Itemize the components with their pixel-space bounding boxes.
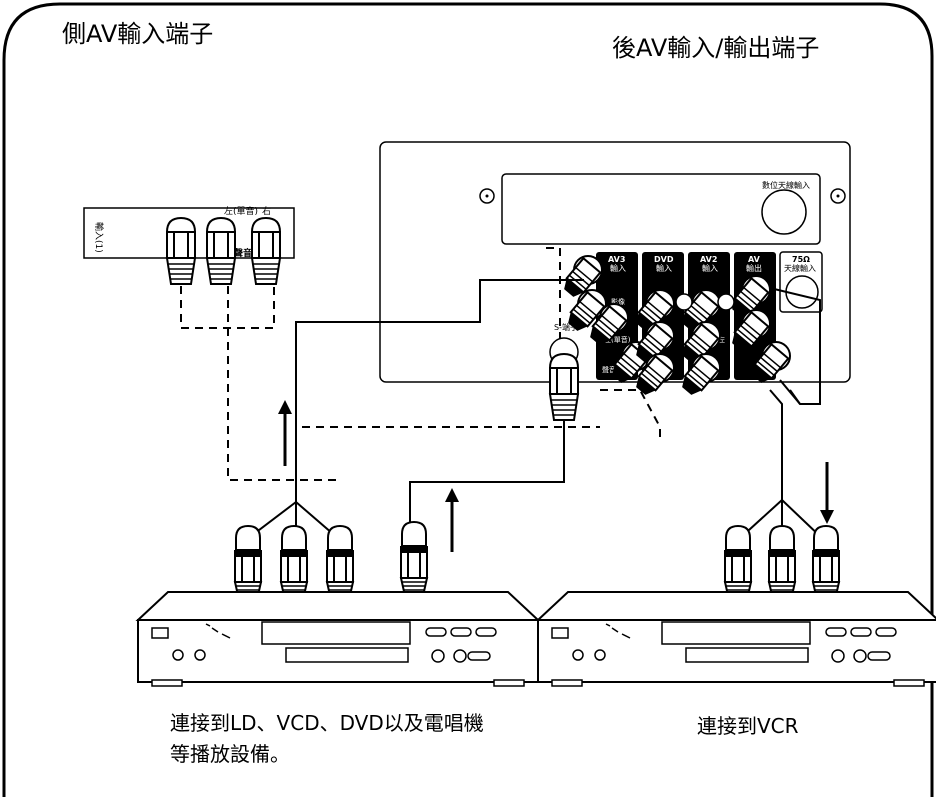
rear-av-title: 後AV輸入/輸出端子: [612, 34, 820, 62]
source-s-video-plug: [399, 521, 429, 597]
av2-label-2: 輸入: [702, 263, 718, 273]
dashed-jack-outline: [546, 247, 561, 340]
vcr-right-plug: [811, 525, 841, 601]
vcr-device: [537, 591, 936, 687]
vcr-left-plug: [767, 525, 797, 601]
left-label-av2: 左: [718, 335, 725, 344]
side-audio-label: 聲音: [234, 247, 252, 259]
av3-label-2: 輸入: [610, 263, 626, 273]
rear-panel: 數位天線輸入 AV3 輸入 DVD 輸入 AV2 輸入 AV 輸出 75Ω 天線…: [379, 141, 851, 383]
s-terminal-label: S-端子: [554, 322, 578, 332]
dvd-label-2: 輸入: [656, 263, 672, 273]
ld-devices-caption: 連接到LD、VCD、DVD以及電唱機等播放設備。: [170, 711, 484, 766]
side-left-plug: [206, 217, 236, 285]
av-out-label-2: 輸出: [746, 263, 762, 273]
ld-vcd-dvd-player: [137, 591, 539, 687]
av2-label-1: AV2: [700, 255, 717, 264]
side-av-title: 側AV輸入端子: [62, 20, 214, 48]
left-mono-label: 左(單音): [604, 335, 631, 344]
source-left-plug: [279, 525, 309, 601]
av-out-label-1: AV: [748, 255, 761, 264]
video-label: 影像: [611, 297, 625, 306]
side-input-label: 輸入(1): [93, 222, 105, 253]
ant75-label-1: 75Ω: [792, 255, 810, 264]
av3-label-1: AV3: [608, 255, 625, 264]
digital-antenna-label: 數位天線輸入: [762, 180, 810, 190]
dvd-label-1: DVD: [654, 255, 674, 264]
side-video-plug: [166, 217, 196, 285]
side-left-label: 左(單音): [224, 205, 258, 217]
side-right-label: 右: [262, 205, 271, 217]
ant75-label-2: 天線輸入: [784, 263, 816, 273]
vcr-video-plug: [723, 525, 753, 601]
s-terminal-plug: [549, 353, 579, 421]
audio-label-av3: 聲音: [602, 365, 616, 374]
side-right-plug: [251, 217, 281, 285]
source-right-plug: [325, 525, 355, 601]
signal-arrows: [278, 400, 834, 552]
side-dashed-cables: [180, 286, 661, 481]
source-video-plug: [233, 525, 263, 601]
vcr-caption: 連接到VCR: [697, 714, 799, 738]
solid-cables: [245, 279, 825, 541]
